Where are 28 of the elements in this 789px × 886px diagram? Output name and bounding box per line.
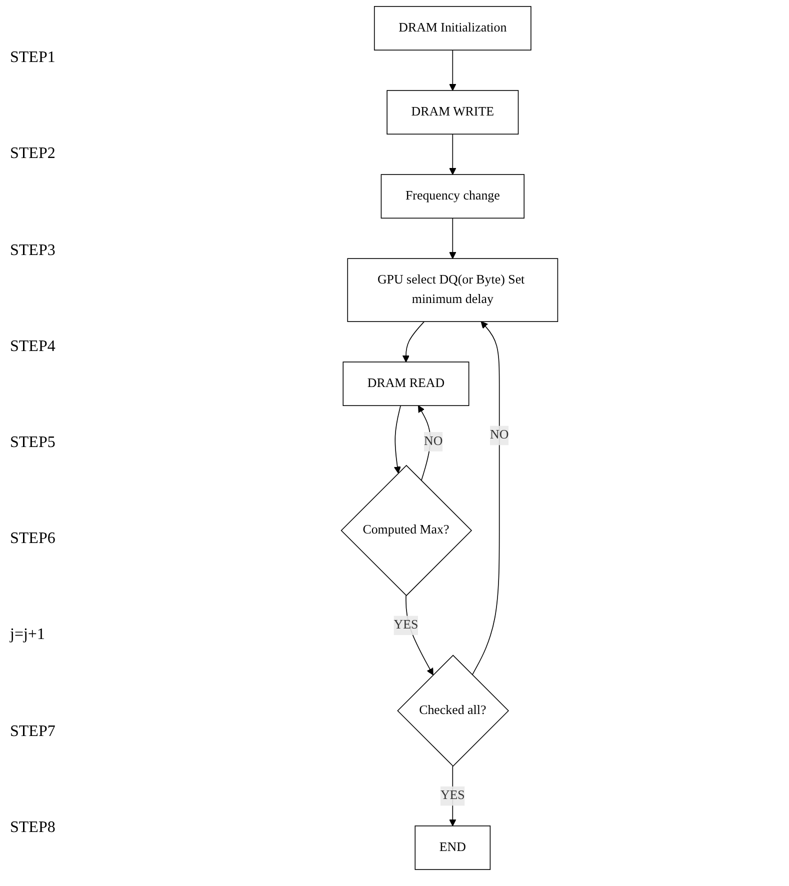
node-box: END <box>414 826 491 870</box>
arrow <box>449 134 456 175</box>
note-label: j=j+1 <box>10 626 46 644</box>
note-label: STEP8 <box>10 818 56 837</box>
node-diamond: Computed Max? <box>340 464 472 596</box>
note-label: STEP5 <box>10 434 56 452</box>
arrow <box>472 321 500 676</box>
node-box: GPU select DQ(or Byte) Set minimum delay <box>347 258 558 322</box>
edge-label: NO <box>424 434 443 448</box>
edge-label: YES <box>394 618 418 632</box>
node-box: DRAM READ <box>342 362 470 406</box>
arrow <box>394 405 401 474</box>
edge-label: YES <box>440 788 465 802</box>
node-box: DRAM Initialization <box>374 6 532 50</box>
arrow <box>418 405 431 482</box>
node-box: Frequency change <box>380 174 524 219</box>
arrow <box>449 218 456 259</box>
arrow <box>402 321 425 362</box>
note-label: STEP2 <box>10 145 56 164</box>
note-label: STEP4 <box>10 338 56 356</box>
note-label: STEP6 <box>10 530 56 548</box>
node-box: DRAM WRITE <box>386 90 519 135</box>
arrow <box>449 50 456 91</box>
edge-label: NO <box>490 428 509 442</box>
note-label: STEP1 <box>10 49 56 68</box>
note-label: STEP7 <box>10 722 56 741</box>
node-diamond: Checked all? <box>397 654 510 767</box>
note-label: STEP3 <box>10 242 56 260</box>
